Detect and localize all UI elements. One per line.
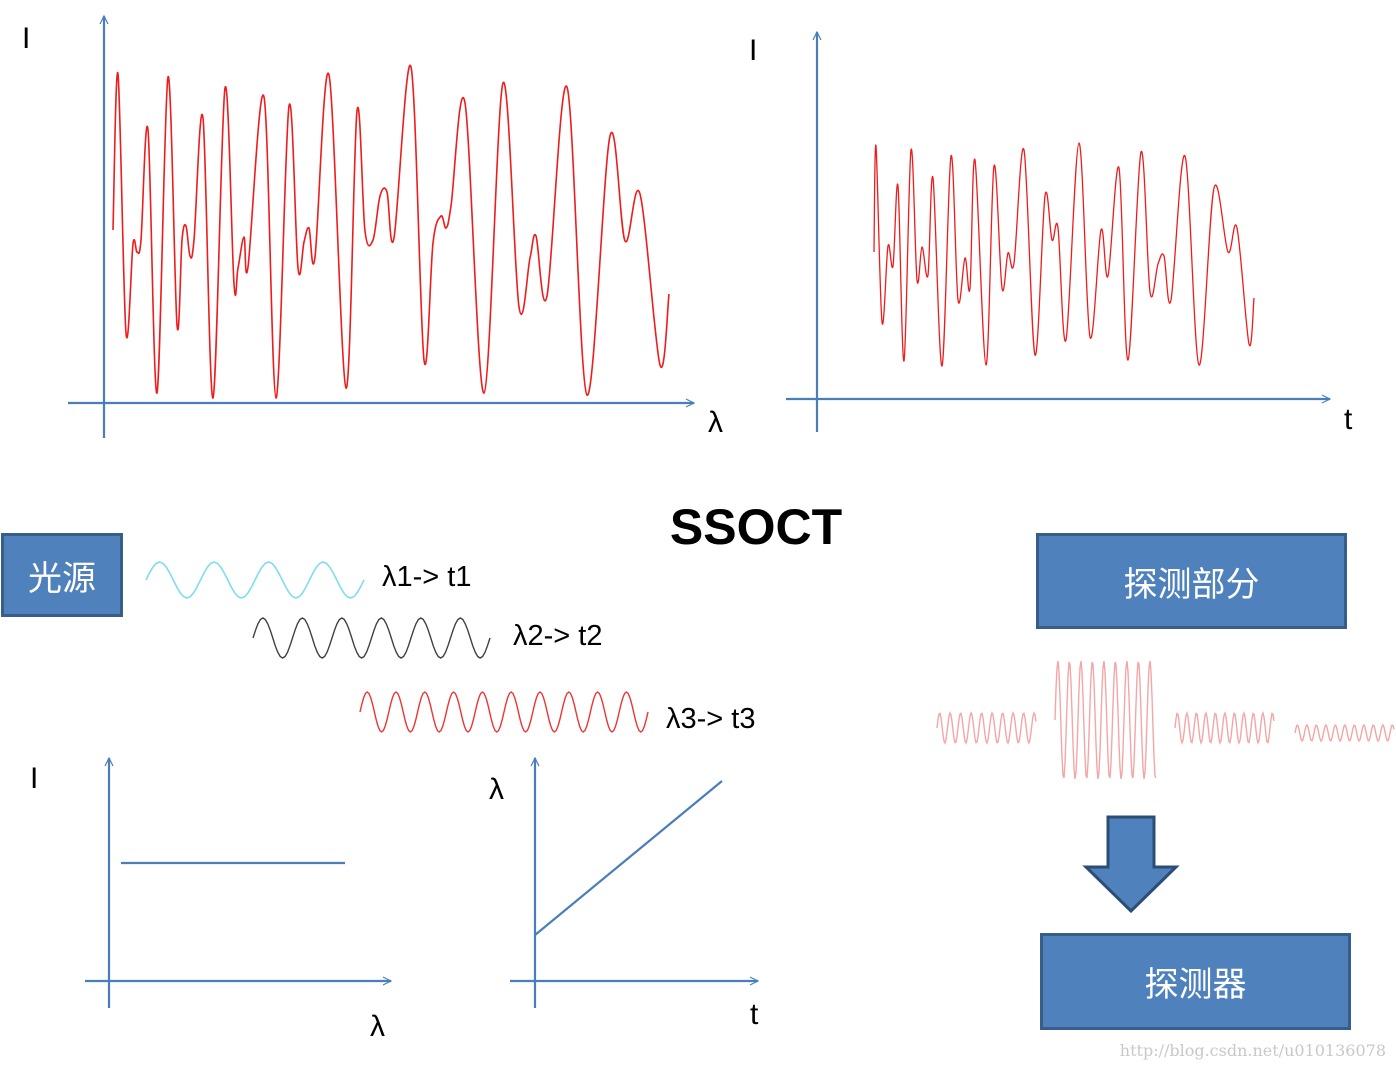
- top-left-x-label: λ: [708, 406, 723, 439]
- detection-part-label: 探测部分: [1123, 564, 1260, 605]
- wave-lambda2: [252, 617, 491, 659]
- detection-part-box: 探测部分: [1036, 533, 1347, 629]
- watermark: http://blog.csdn.net/u010136078: [1119, 1041, 1386, 1060]
- top-left-y-label: I: [22, 22, 31, 55]
- top-right-time-signal: [873, 142, 1255, 367]
- wave-label-3: λ3-> t3: [666, 703, 756, 735]
- bottom-left-y-label: I: [30, 762, 39, 795]
- detector-label: 探测器: [1144, 965, 1247, 1005]
- diagram-title: SSOCT: [669, 499, 843, 555]
- detector-signal-2: [1054, 660, 1157, 780]
- detector-box: 探测器: [1040, 933, 1351, 1030]
- wave-label-2: λ2-> t2: [513, 620, 603, 652]
- bottom-mid-y-label: λ: [489, 773, 504, 806]
- detector-signal-1: [936, 711, 1037, 745]
- wave-label-1: λ1-> t1: [382, 561, 472, 593]
- detector-signal-4: [1294, 723, 1395, 743]
- bottom-mid-x-label: t: [750, 998, 759, 1031]
- down-arrow-icon: [1082, 815, 1180, 914]
- top-left-spectrum-signal: [112, 64, 670, 399]
- wave-lambda3: [359, 691, 649, 733]
- top-right-x-label: t: [1344, 403, 1353, 436]
- sweep-line: [534, 780, 723, 936]
- top-right-y-label: I: [749, 34, 758, 67]
- detector-signal-3: [1174, 710, 1275, 746]
- light-source-label: 光源: [28, 558, 96, 599]
- light-source-box: 光源: [1, 533, 123, 617]
- wave-lambda1: [145, 561, 365, 599]
- bottom-left-x-label: λ: [370, 1010, 385, 1043]
